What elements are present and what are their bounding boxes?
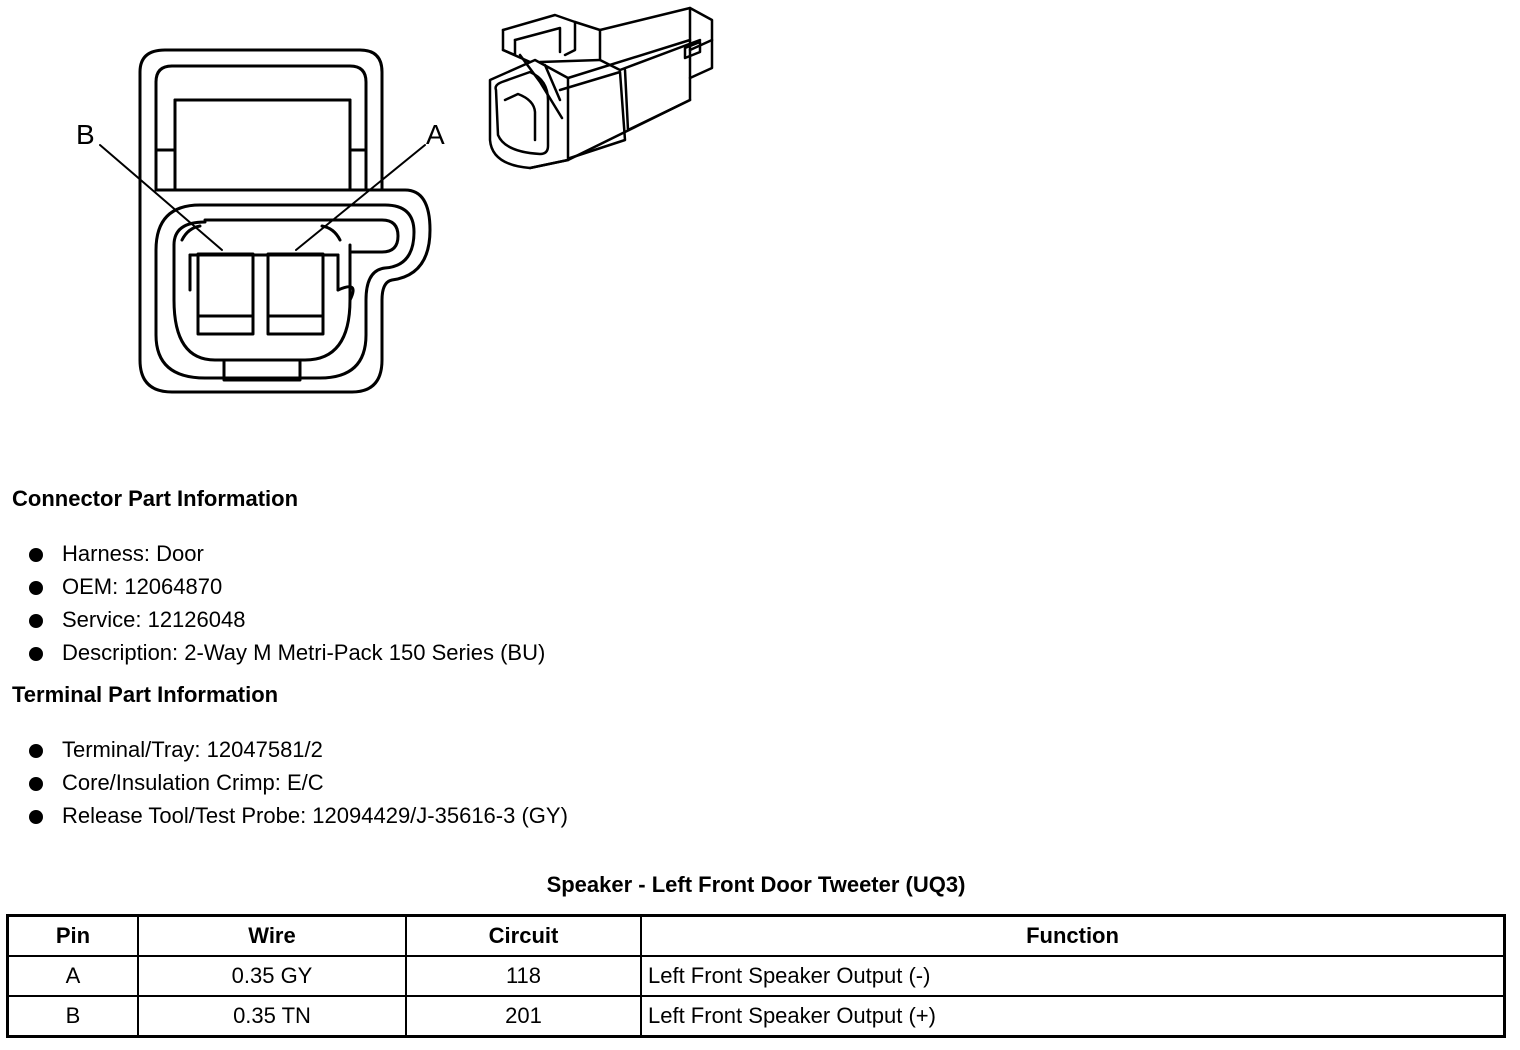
column-header-wire: Wire	[137, 914, 407, 957]
pinout-table-title: Speaker - Left Front Door Tweeter (UQ3)	[546, 872, 966, 897]
list-item-text: Harness: Door	[62, 541, 204, 566]
table-row: A 0.35 GY 118 Left Front Speaker Output …	[6, 955, 1506, 997]
list-item-text: Service: 12126048	[62, 607, 246, 632]
pin-label-b: B	[76, 119, 95, 150]
bullet-icon	[29, 581, 43, 595]
bullet-icon	[29, 777, 43, 791]
cell-wire: 0.35 GY	[137, 955, 407, 997]
pin-label-a: A	[426, 119, 445, 150]
cell-pin: B	[6, 995, 139, 1038]
bullet-icon	[29, 647, 43, 661]
terminal-part-info-list: Terminal/Tray: 12047581/2 Core/Insulatio…	[26, 736, 568, 835]
table-row: B 0.35 TN 201 Left Front Speaker Output …	[6, 995, 1506, 1038]
connector-diagram: B A	[76, 6, 714, 394]
list-item-text: Release Tool/Test Probe: 12094429/J-3561…	[62, 803, 568, 828]
list-item: Terminal/Tray: 12047581/2	[26, 736, 568, 769]
leader-line-a	[295, 144, 426, 251]
table-header-row: Pin Wire Circuit Function	[6, 914, 1506, 957]
cell-circuit: 118	[405, 955, 642, 997]
bullet-icon	[29, 810, 43, 824]
bullet-icon	[29, 614, 43, 628]
terminal-part-info-title: Terminal Part Information	[12, 682, 279, 707]
pinout-table: Pin Wire Circuit Function A 0.35 GY 118 …	[6, 914, 1506, 1038]
cell-circuit: 201	[405, 995, 642, 1038]
cell-function: Left Front Speaker Output (+)	[640, 995, 1506, 1038]
list-item: Core/Insulation Crimp: E/C	[26, 769, 568, 802]
connector-part-info-list: Harness: Door OEM: 12064870 Service: 121…	[26, 540, 545, 672]
column-header-pin: Pin	[6, 914, 139, 957]
terminal-cavities	[196, 252, 325, 336]
list-item-text: Description: 2-Way M Metri-Pack 150 Seri…	[62, 640, 546, 665]
list-item: Harness: Door	[26, 540, 545, 573]
cell-pin: A	[6, 955, 139, 997]
connector-isometric-view	[488, 6, 714, 170]
list-item-text: OEM: 12064870	[62, 574, 223, 599]
cell-wire: 0.35 TN	[137, 995, 407, 1038]
column-header-function: Function	[640, 914, 1506, 957]
cell-function: Left Front Speaker Output (-)	[640, 955, 1506, 997]
list-item: Service: 12126048	[26, 606, 545, 639]
column-header-circuit: Circuit	[405, 914, 642, 957]
list-item-text: Terminal/Tray: 12047581/2	[62, 737, 323, 762]
leader-line-b	[99, 144, 223, 251]
bullet-icon	[29, 548, 43, 562]
list-item: OEM: 12064870	[26, 573, 545, 606]
connector-part-info-title: Connector Part Information	[12, 486, 299, 511]
connector-face	[138, 48, 432, 394]
list-item: Description: 2-Way M Metri-Pack 150 Seri…	[26, 639, 545, 672]
bullet-icon	[29, 744, 43, 758]
list-item: Release Tool/Test Probe: 12094429/J-3561…	[26, 802, 568, 835]
list-item-text: Core/Insulation Crimp: E/C	[62, 770, 324, 795]
